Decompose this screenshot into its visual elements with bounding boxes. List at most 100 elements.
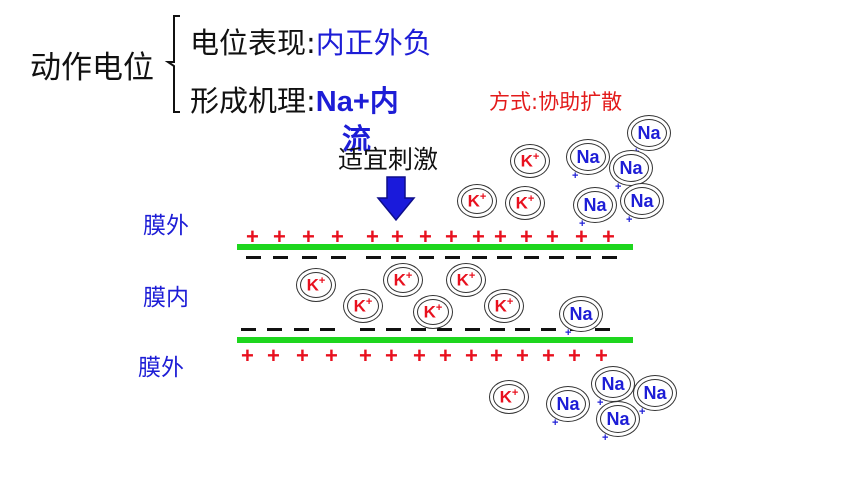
membrane-top bbox=[237, 244, 633, 250]
positive-charge: + bbox=[413, 343, 426, 368]
potential-label: 电位表现: bbox=[190, 26, 316, 60]
negative-charge bbox=[246, 256, 261, 259]
sodium-charge: + bbox=[565, 327, 572, 339]
negative-charge bbox=[331, 256, 346, 259]
brace-icon bbox=[164, 15, 180, 113]
positive-charge: + bbox=[302, 224, 315, 249]
sodium-ion: Na bbox=[609, 150, 653, 186]
positive-charge: + bbox=[602, 224, 615, 249]
negative-charge bbox=[419, 256, 434, 259]
stimulus-arrow-icon bbox=[376, 176, 416, 222]
potassium-ion-label: K+ bbox=[515, 192, 535, 213]
positive-charge: + bbox=[520, 224, 533, 249]
potassium-ion-label: K+ bbox=[393, 269, 413, 290]
potassium-ion: K+ bbox=[413, 295, 453, 329]
negative-charge bbox=[241, 328, 256, 331]
sodium-charge: + bbox=[579, 218, 586, 230]
positive-charge: + bbox=[391, 224, 404, 249]
positive-charge: + bbox=[331, 224, 344, 249]
positive-charge: + bbox=[273, 224, 286, 249]
negative-charge bbox=[541, 328, 556, 331]
potassium-ion-label: K+ bbox=[456, 269, 476, 290]
positive-charge: + bbox=[490, 343, 503, 368]
negative-charge bbox=[595, 328, 610, 331]
negative-charge bbox=[497, 256, 512, 259]
sodium-ion-label: Na bbox=[569, 303, 593, 324]
potassium-ion: K+ bbox=[296, 268, 336, 302]
potassium-ion: K+ bbox=[457, 184, 497, 218]
potassium-ion-label: K+ bbox=[520, 150, 540, 171]
negative-charge bbox=[320, 328, 335, 331]
positive-charge: + bbox=[516, 343, 529, 368]
potassium-ion: K+ bbox=[484, 289, 524, 323]
potassium-ion-label: K+ bbox=[353, 295, 373, 316]
sodium-charge: + bbox=[626, 214, 633, 226]
potassium-ion: K+ bbox=[505, 186, 545, 220]
positive-charge: + bbox=[267, 343, 280, 368]
mechanism-value-wrap: 流 bbox=[342, 124, 372, 156]
mechanism-label: 形成机理: bbox=[190, 84, 316, 118]
sodium-charge: + bbox=[552, 417, 559, 429]
sodium-charge: + bbox=[597, 397, 604, 409]
potassium-ion: K+ bbox=[383, 263, 423, 297]
sodium-ion-label: Na bbox=[643, 382, 667, 403]
positive-charge: + bbox=[296, 343, 309, 368]
negative-charge bbox=[549, 256, 564, 259]
positive-charge: + bbox=[568, 343, 581, 368]
sodium-ion-label: Na bbox=[556, 393, 580, 414]
positive-charge: + bbox=[595, 343, 608, 368]
diagram-title: 动作电位 bbox=[30, 50, 154, 86]
negative-charge bbox=[490, 328, 505, 331]
negative-charge bbox=[302, 256, 317, 259]
sodium-charge: + bbox=[615, 181, 622, 193]
negative-charge bbox=[465, 328, 480, 331]
membrane-bottom bbox=[237, 337, 633, 343]
sodium-charge: + bbox=[572, 170, 579, 182]
positive-charge: + bbox=[465, 343, 478, 368]
positive-charge: + bbox=[439, 343, 452, 368]
sodium-ion-label: Na bbox=[619, 157, 643, 178]
sodium-ion-label: Na bbox=[576, 146, 600, 167]
negative-charge bbox=[472, 256, 487, 259]
potassium-ion-label: K+ bbox=[467, 190, 487, 211]
sodium-charge: + bbox=[602, 432, 609, 444]
sodium-ion-label: Na bbox=[630, 190, 654, 211]
mechanism-value: Na+内 bbox=[315, 86, 399, 118]
potassium-ion-label: K+ bbox=[499, 386, 519, 407]
sodium-ion: Na bbox=[566, 139, 610, 175]
sodium-ion: Na bbox=[546, 386, 590, 422]
positive-charge: + bbox=[494, 224, 507, 249]
negative-charge bbox=[576, 256, 591, 259]
sodium-ion-label: Na bbox=[601, 373, 625, 394]
stimulus-label: 适宜刺激 bbox=[338, 145, 439, 174]
negative-charge bbox=[267, 328, 282, 331]
potential-manifestation: 电位表现:内正外负 bbox=[190, 20, 432, 62]
potassium-ion: K+ bbox=[446, 263, 486, 297]
negative-charge bbox=[360, 328, 375, 331]
negative-charge bbox=[366, 256, 381, 259]
potassium-ion-label: K+ bbox=[306, 274, 326, 295]
sodium-charge: + bbox=[639, 406, 646, 418]
sodium-ion: Na bbox=[596, 401, 640, 437]
positive-charge: + bbox=[359, 343, 372, 368]
negative-charge bbox=[445, 256, 460, 259]
negative-charge bbox=[294, 328, 309, 331]
positive-charge: + bbox=[542, 343, 555, 368]
transport-method: 方式:协助扩散 bbox=[489, 90, 623, 114]
region-outside-bottom: 膜外 bbox=[138, 355, 184, 381]
potassium-ion: K+ bbox=[343, 289, 383, 323]
sodium-ion-label: Na bbox=[637, 122, 661, 143]
negative-charge bbox=[437, 328, 452, 331]
sodium-ion: Na bbox=[627, 115, 671, 151]
positive-charge: + bbox=[366, 224, 379, 249]
positive-charge: + bbox=[575, 224, 588, 249]
negative-charge bbox=[411, 328, 426, 331]
positive-charge: + bbox=[546, 224, 559, 249]
positive-charge: + bbox=[246, 224, 259, 249]
negative-charge bbox=[386, 328, 401, 331]
positive-charge: + bbox=[325, 343, 338, 368]
sodium-ion: Na bbox=[573, 187, 617, 223]
negative-charge bbox=[273, 256, 288, 259]
sodium-ion-label: Na bbox=[583, 194, 607, 215]
potential-value: 内正外负 bbox=[315, 26, 432, 60]
